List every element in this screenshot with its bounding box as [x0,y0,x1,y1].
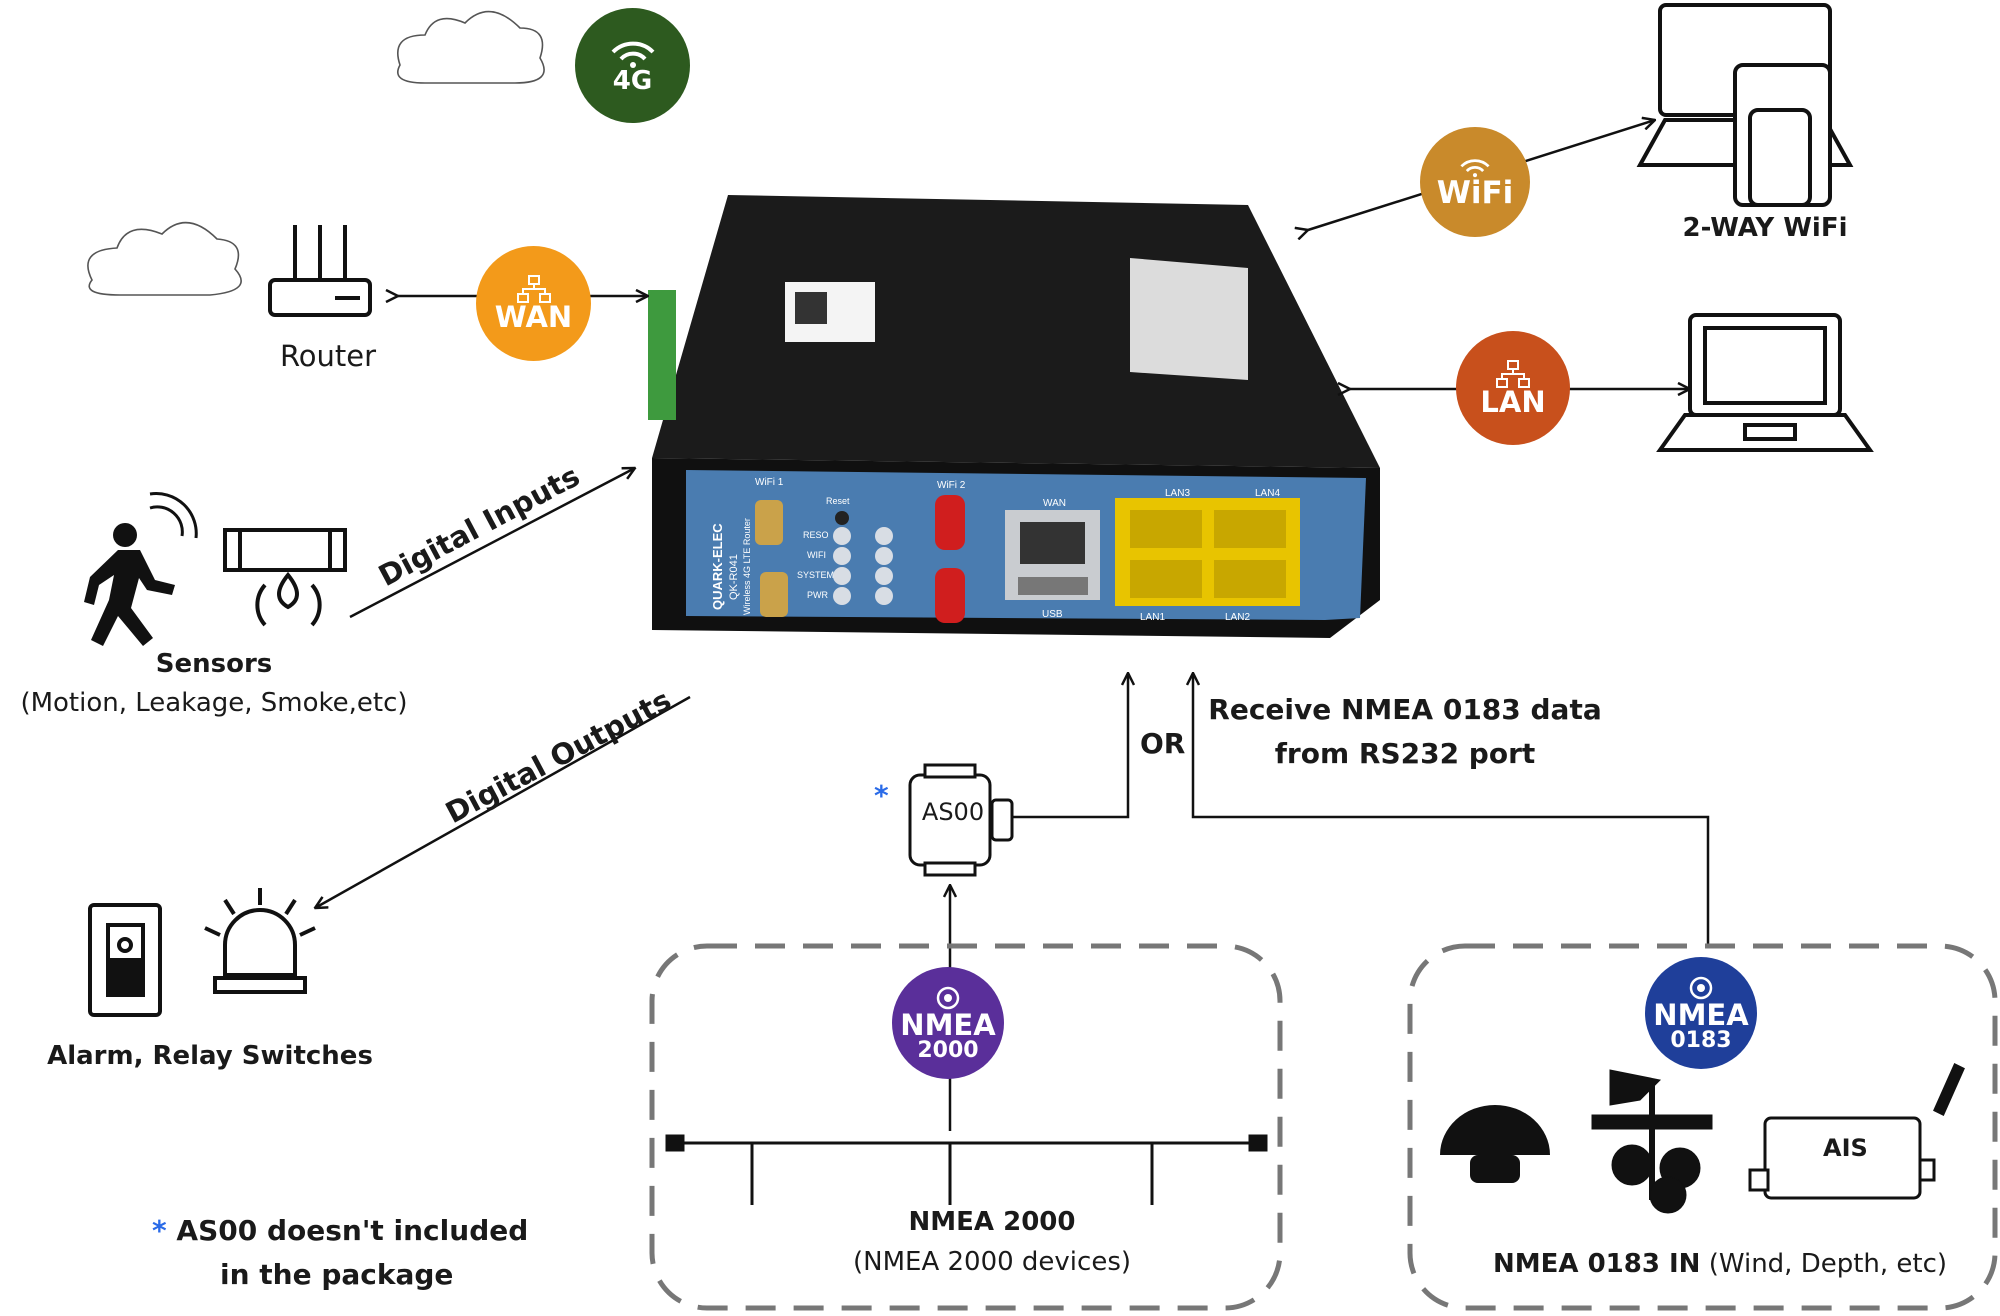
wifi-icon [1460,158,1490,177]
nmea2000-backbone [665,1134,1268,1205]
badge-wifi-label: WiFi [1436,174,1514,211]
port-lan1-label: LAN1 [1140,612,1165,623]
footnote: * AS00 doesn't included [152,1214,529,1247]
router-device [648,195,1380,638]
badge-nmea0183: NMEA 0183 [1645,957,1757,1069]
alarm-label: Alarm, Relay Switches [47,1041,373,1071]
alarm-beacon-icon [204,888,316,994]
two-way-wifi-label: 2-WAY WiFi [1682,213,1848,243]
badge-lan-label: LAN [1480,384,1546,419]
nmea0183-caption: NMEA 0183 IN (Wind, Depth, etc) [1493,1249,1948,1280]
device-model: QK-R041 [728,554,740,600]
nmea0183-subtitle: (Wind, Depth, etc) [1708,1249,1948,1279]
nmea0183-group [1407,943,1998,1311]
led-reset-label: Reset [826,496,850,506]
port-wifi2-label: WiFi 2 [937,480,966,491]
port-lan3-label: LAN3 [1165,488,1190,499]
gps-antenna-icon [1440,1105,1550,1183]
led-system-label: SYSTEM [797,570,834,580]
target-icon [936,986,960,1009]
leakage-sensor-icon [223,528,347,627]
footnote-line1: AS00 doesn't included [176,1214,529,1247]
badge-wan-label: WAN [494,300,573,334]
motion-sensor-icon [84,492,198,646]
badge-4g-label: 4G [612,65,653,96]
wifi-icon [611,41,654,68]
target-icon [1689,976,1713,999]
port-lan2-label: LAN2 [1225,612,1250,623]
device-panel-text: WiFi 1 WiFi 2 Reset RESO WIFI SYSTEM PWR… [710,477,1280,623]
footnote-line2: in the package [220,1258,454,1291]
or-label: OR [1140,727,1186,760]
nmea2000-title: NMEA 2000 [908,1207,1076,1237]
sensors-title: Sensors [155,649,273,679]
nmea0183-title: NMEA 0183 IN [1493,1249,1701,1279]
digital-inputs-arrow [349,468,635,619]
badge-wifi: WiFi [1420,127,1530,237]
badge-nmea0183-sub: 0183 [1670,1027,1732,1053]
badge-nmea2000: NMEA 2000 [892,967,1004,1079]
device-desc: Wireless 4G LTE Router [742,518,752,615]
wind-sensor-icon [1591,1069,1713,1214]
badge-nmea2000-label: NMEA [900,1007,996,1042]
as00-label: AS00 [921,798,985,826]
cloud-icon [87,221,242,296]
as00-star: * [874,779,889,812]
network-icon [1496,359,1530,388]
nmea2000-group [649,943,1283,1311]
badge-nmea2000-sub: 2000 [917,1037,979,1063]
badge-lan: LAN [1456,331,1570,445]
as00-to-device-line [1012,673,1128,819]
footnote-star: * [152,1214,167,1247]
led-wifi-label: WIFI [807,550,826,560]
port-wifi1-label: WiFi 1 [755,477,784,488]
receive-line1: Receive NMEA 0183 data [1208,693,1602,726]
led-pwr-label: PWR [807,590,828,600]
port-usb-label: USB [1042,609,1063,620]
nmea0183-to-device-line [1193,673,1710,946]
laptop-icon [1656,313,1874,452]
devices-icon [1636,3,1854,207]
ais-label: AIS [1823,1134,1868,1162]
as00-module [908,763,1014,877]
cloud-icon [397,10,545,84]
led-reso-label: RESO [803,530,829,540]
port-wan-label: WAN [1043,498,1066,509]
nmea2000-subtitle: (NMEA 2000 devices) [852,1247,1132,1277]
ais-device-icon [1748,1062,1965,1200]
network-icon [516,275,551,303]
sensors-subtitle: (Motion, Leakage, Smoke,etc) [20,688,408,718]
receive-line2: from RS232 port [1274,737,1536,770]
device-brand: QUARK-ELEC [710,523,725,610]
router-icon [268,225,372,317]
router-label: Router [279,339,377,373]
badge-wan: WAN [476,246,591,361]
port-lan4-label: LAN4 [1255,488,1280,499]
digital-outputs-arrow [315,695,691,908]
switch-icon [88,903,162,1017]
badge-4g: 4G [575,8,690,123]
badge-nmea0183-label: NMEA [1653,997,1749,1032]
